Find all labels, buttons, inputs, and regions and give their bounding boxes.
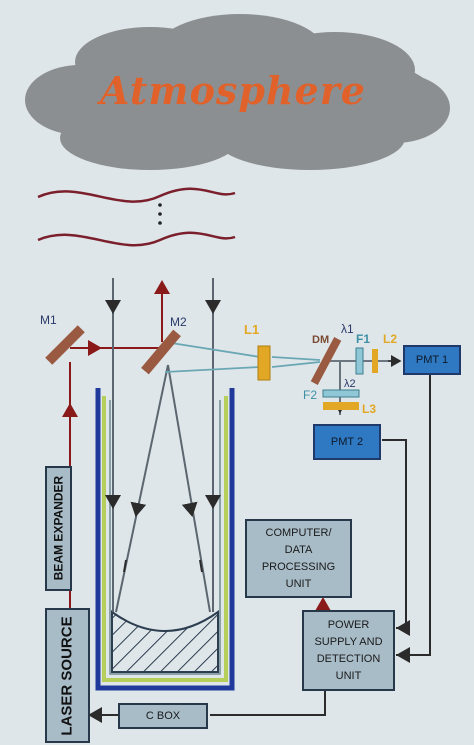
dichroic-mirror <box>310 337 342 385</box>
computer-box: COMPUTER/ DATA PROCESSING UNIT <box>245 519 352 598</box>
filter-f1 <box>355 347 364 375</box>
pmt1-label: PMT 1 <box>415 354 449 366</box>
wire-arrows <box>88 620 410 723</box>
ray-arrows <box>105 300 221 573</box>
cbox-label: C BOX <box>145 710 181 722</box>
telescope <box>95 388 235 691</box>
label-f2: F2 <box>303 388 318 402</box>
beam-expander-box <box>45 466 72 591</box>
atmosphere-waves <box>37 187 236 247</box>
lens-l2 <box>372 349 378 373</box>
label-dm: DM <box>312 334 330 346</box>
pmt1-box: PMT 1 <box>403 345 461 375</box>
pmt2-label: PMT 2 <box>330 436 364 448</box>
computer-label: COMPUTER/ DATA PROCESSING UNIT <box>261 526 336 590</box>
cbox: C BOX <box>118 703 208 729</box>
label-l2: L2 <box>383 332 398 346</box>
mirror-m1 <box>45 325 85 365</box>
laser-source-box <box>45 608 90 743</box>
cloud <box>25 14 450 170</box>
label-l1: L1 <box>244 322 260 337</box>
laser-source-label: LASER SOURCE <box>58 616 76 736</box>
label-m1: M1 <box>40 313 57 327</box>
beam-expander-label: BEAM EXPANDER <box>51 475 66 581</box>
beam-arrows <box>62 340 102 420</box>
label-lambda2: λ2 <box>344 378 356 390</box>
mirror-m2 <box>141 329 181 375</box>
primary-mirror <box>111 610 219 673</box>
label-f1: F1 <box>356 332 371 346</box>
power-box: POWER SUPPLY AND DETECTION UNIT <box>302 610 395 691</box>
label-l3: L3 <box>362 402 377 416</box>
title: Atmosphere <box>100 68 366 113</box>
lens-l1 <box>257 345 271 381</box>
pmt2-box: PMT 2 <box>313 424 381 460</box>
ellipsis-dots <box>158 203 162 225</box>
power-label: POWER SUPPLY AND DETECTION UNIT <box>314 618 383 682</box>
filter-f2 <box>322 389 360 398</box>
label-lambda1: λ1 <box>341 322 354 336</box>
lens-l3 <box>323 402 359 410</box>
label-m2: M2 <box>170 315 187 329</box>
laser-beam <box>69 280 170 610</box>
